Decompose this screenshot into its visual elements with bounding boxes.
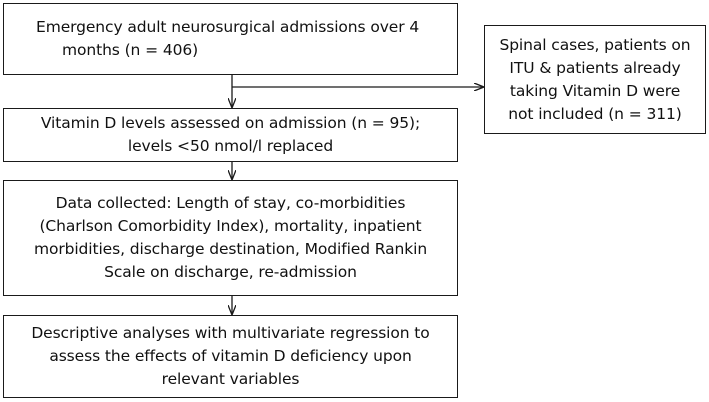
data-collected-box: Data collected: Length of stay, co-morbi… <box>3 180 458 296</box>
data-collected-text: Data collected: Length of stay, co-morbi… <box>33 194 428 281</box>
vitamin-d-assessed-text: Vitamin D levels assessed on admission (… <box>40 114 421 155</box>
admissions-line-2: months (n = 406) <box>62 41 199 59</box>
admissions-line-1: Emergency adult neurosurgical admissions… <box>36 18 420 36</box>
vitamin-d-assessed-box: Vitamin D levels assessed on admission (… <box>3 108 458 162</box>
analyses-text: Descriptive analyses with multivariate r… <box>31 324 430 388</box>
excluded-text: Spinal cases, patients on ITU & patients… <box>499 35 691 123</box>
analyses-box: Descriptive analyses with multivariate r… <box>3 315 458 398</box>
admissions-box: Emergency adult neurosurgical admissions… <box>3 3 458 75</box>
excluded-box: Spinal cases, patients on ITU & patients… <box>484 25 706 134</box>
admissions-text: Emergency adult neurosurgical admissions… <box>4 0 457 85</box>
